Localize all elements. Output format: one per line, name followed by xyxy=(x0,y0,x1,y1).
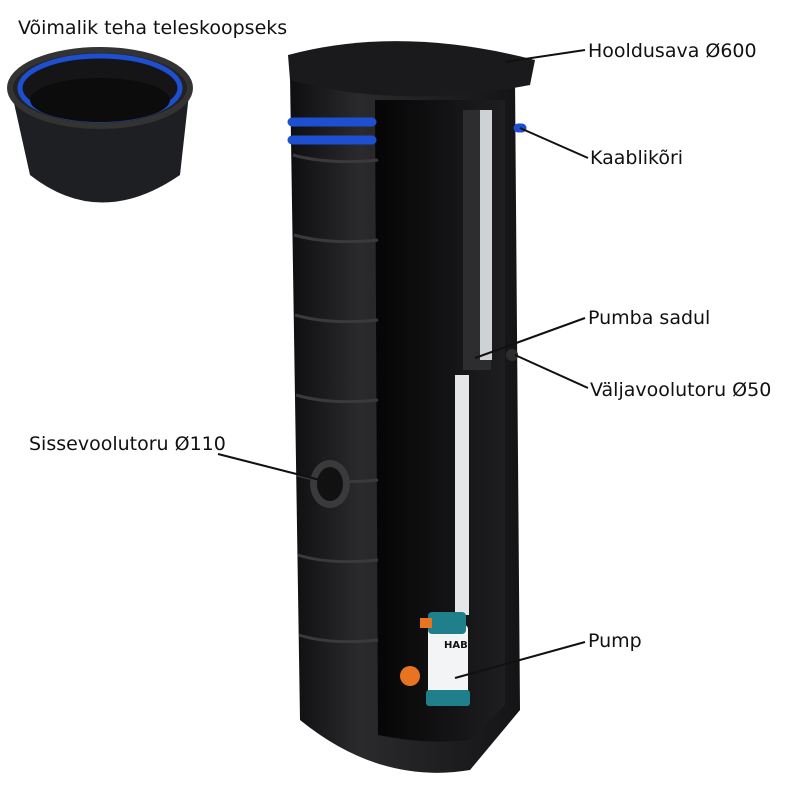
label-service-cover: Hooldusava Ø600 xyxy=(588,40,757,62)
service-cover xyxy=(288,41,535,97)
pump-brand-logo: HAB xyxy=(444,640,468,651)
label-pump: Pump xyxy=(588,630,642,652)
label-inlet-pipe: Sissevoolutoru Ø110 xyxy=(29,433,226,455)
label-pump-saddle: Pumba sadul xyxy=(588,307,711,329)
inlet-pipe xyxy=(310,460,350,508)
leader-lines xyxy=(217,49,589,679)
telescopic-ring-image xyxy=(7,47,193,203)
telescopic-caption: Võimalik teha teleskoopseks xyxy=(18,17,288,39)
tank-body xyxy=(288,41,535,773)
outlet-pipe xyxy=(455,375,469,615)
label-cable-duct: Kaablikõri xyxy=(590,147,684,169)
label-outlet-pipe: Väljavoolutoru Ø50 xyxy=(590,379,772,401)
pump xyxy=(400,612,470,706)
